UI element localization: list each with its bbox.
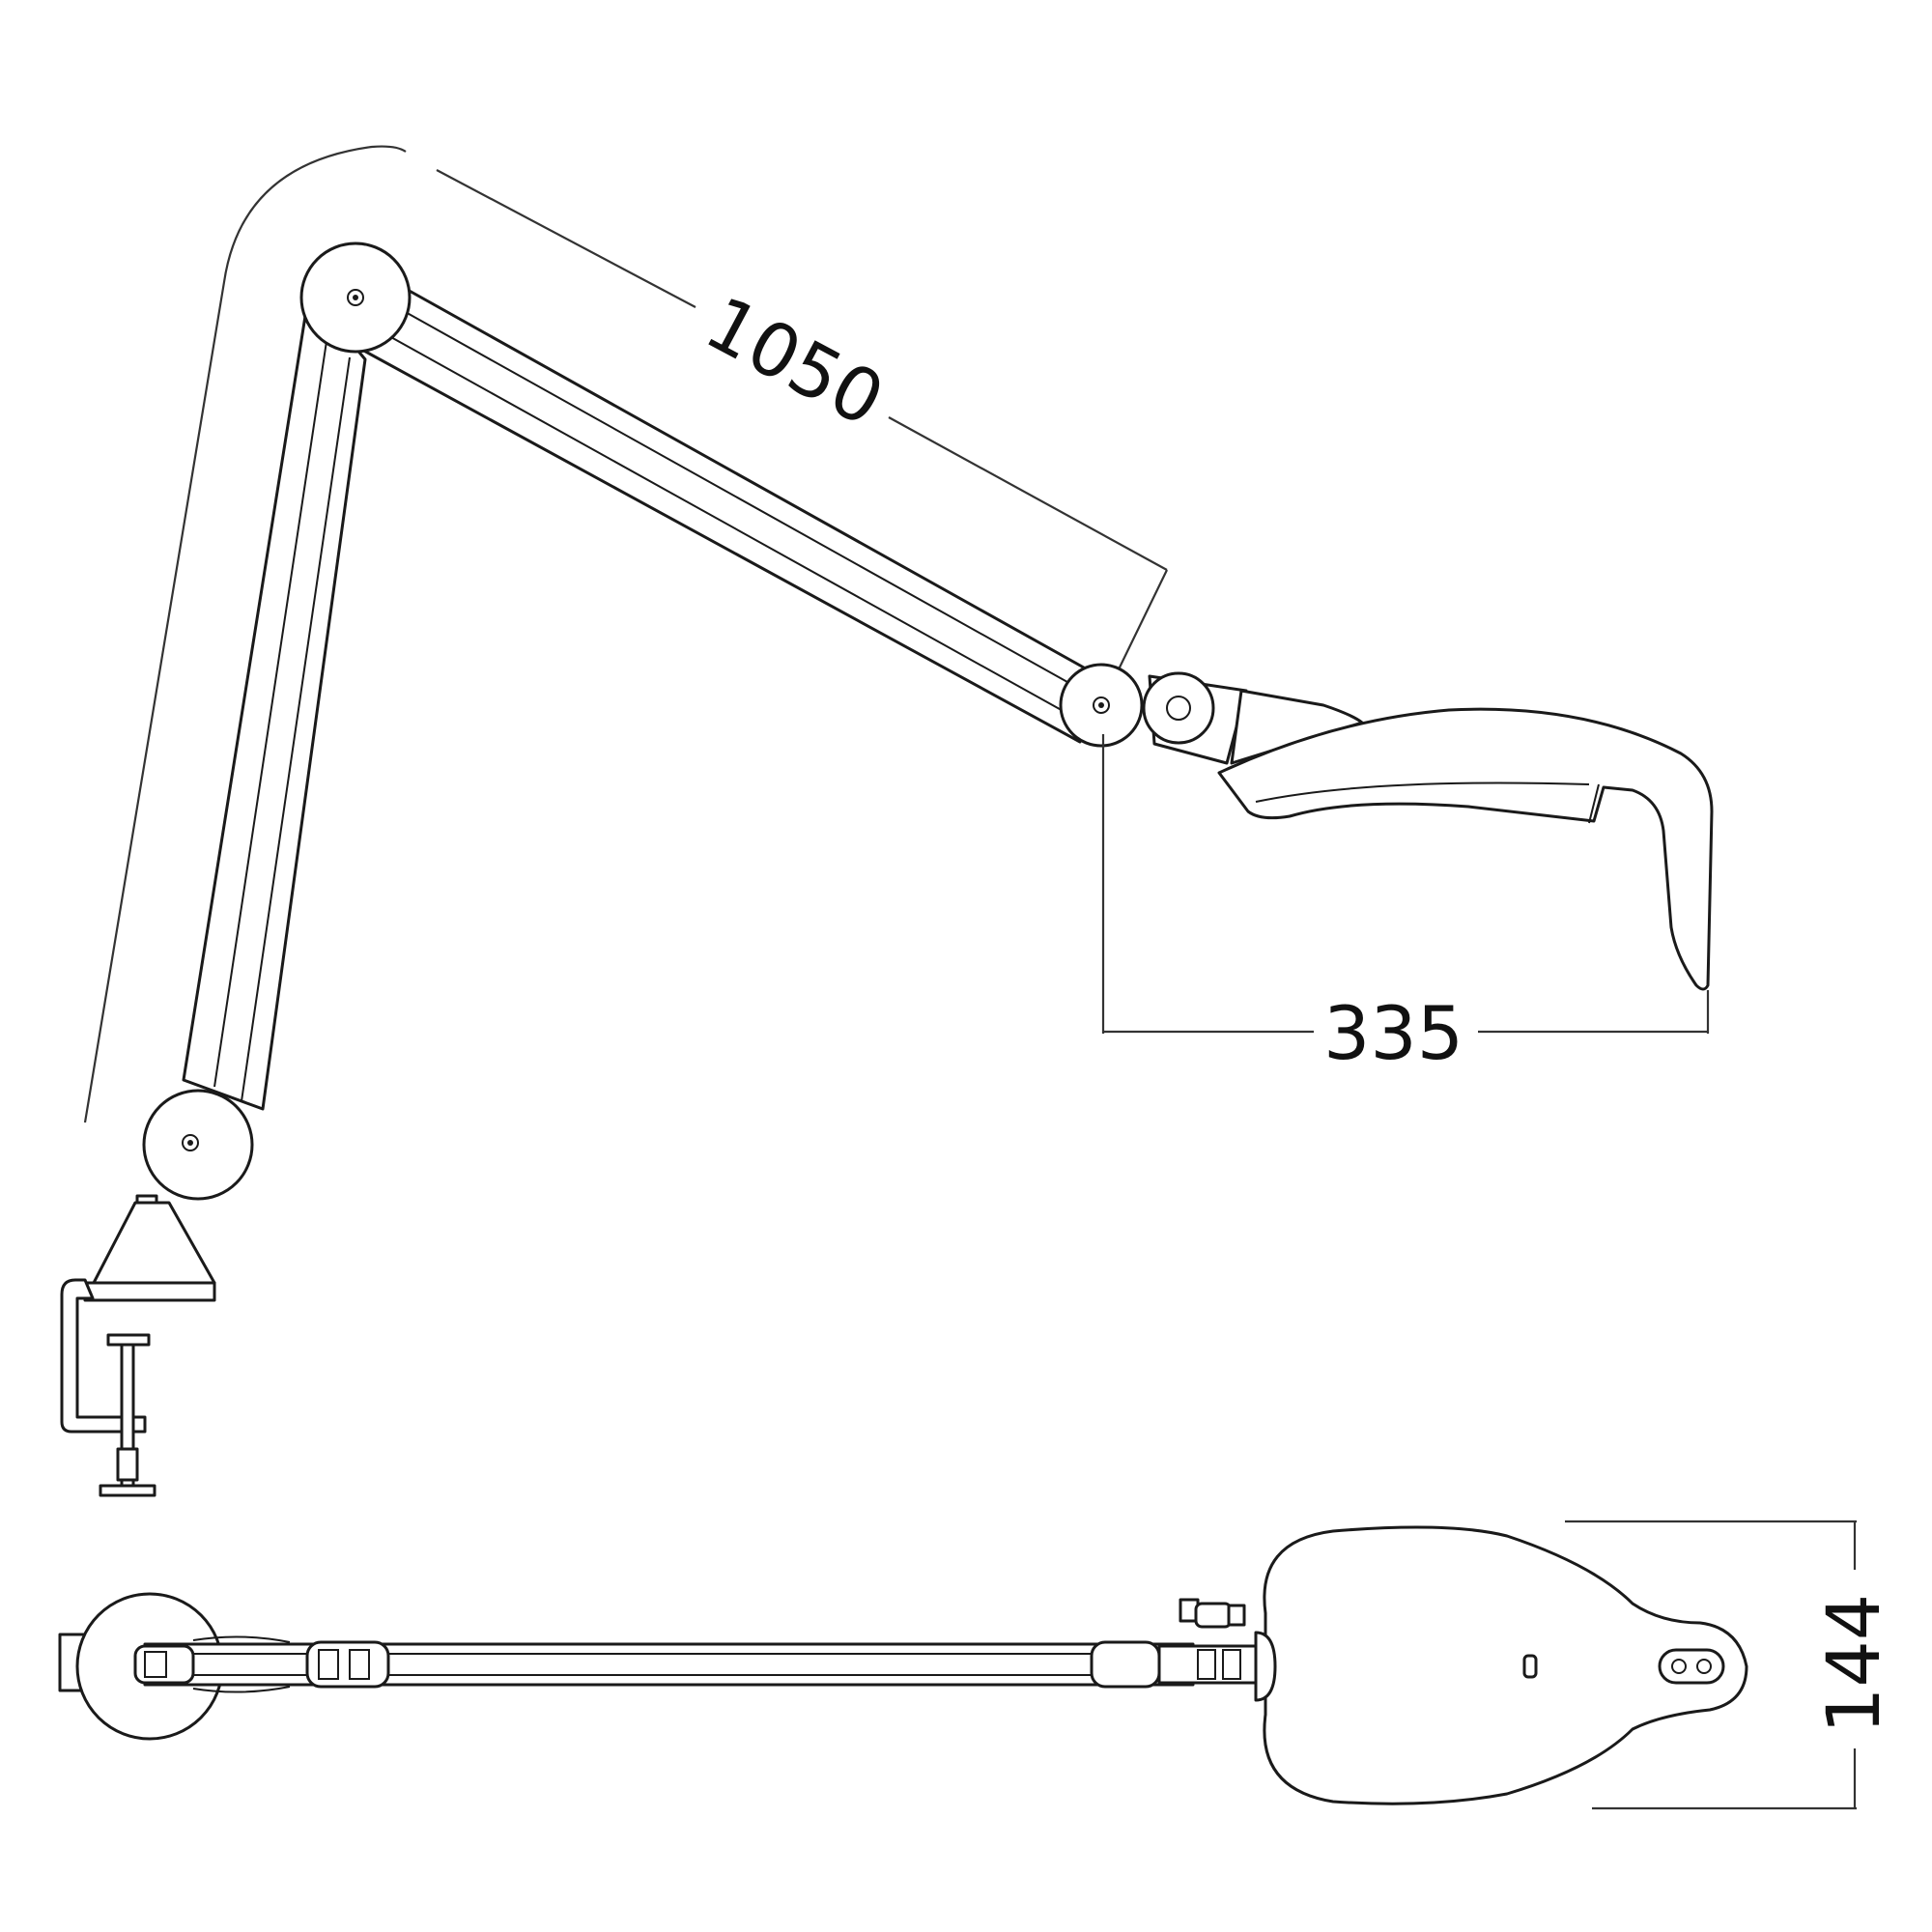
table-clamp: [60, 1194, 216, 1497]
reach-dimension-line-a: [436, 169, 696, 308]
reach-dimension-label: 1050: [693, 279, 898, 442]
lower-arm: [182, 290, 367, 1111]
side-view: 1050: [60, 145, 1714, 1497]
head-tilt-joint: [1142, 671, 1248, 765]
top-pivot-joint: [299, 242, 412, 354]
top-view: 144: [58, 1520, 1896, 1810]
base-pivot-joint: [142, 1089, 254, 1201]
arm-top-view: [133, 1598, 1267, 1693]
lamp-head-top-view: [1254, 1525, 1748, 1805]
head-width-label: 144: [1810, 1594, 1896, 1734]
head-depth-label: 335: [1323, 990, 1463, 1076]
head-pivot-joint: [1059, 663, 1144, 748]
reach-dimension-line-b: [888, 416, 1168, 571]
lamp-head: [1217, 689, 1714, 991]
reach-extension-line: [83, 145, 407, 1123]
